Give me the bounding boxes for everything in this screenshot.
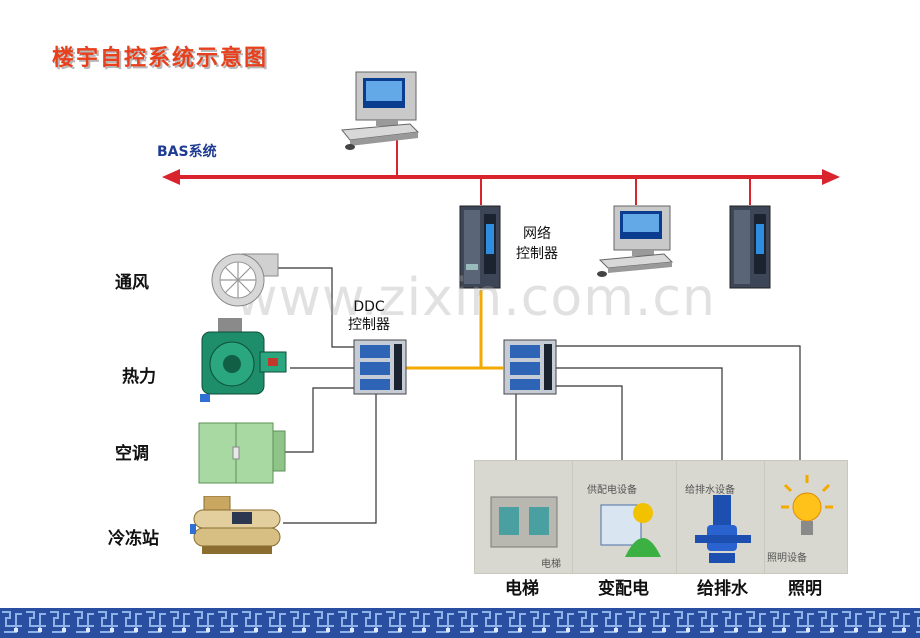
light-bulb-icon: [781, 475, 833, 535]
device-label-ventilation: 通风: [115, 273, 149, 293]
workstation-icon: [341, 71, 420, 150]
bus-right-arrow: [822, 169, 840, 185]
ac-link: [285, 387, 354, 453]
power-link: [556, 385, 623, 460]
ddc-label-line1: DDC: [353, 299, 385, 315]
server-icon: [729, 205, 771, 289]
bus-left-arrow: [162, 169, 180, 185]
heat-exchanger-icon: [200, 318, 287, 402]
chiller-link: [283, 394, 377, 524]
air-conditioner-icon: [198, 422, 286, 484]
power-panel-text: 供配电设备: [587, 485, 637, 496]
device-label-chiller: 冷冻站: [108, 529, 159, 549]
fan-icon: [211, 253, 279, 307]
water-link: [556, 367, 723, 460]
device-label-aircon: 空调: [115, 444, 149, 464]
water-panel-text: 给排水设备: [685, 485, 735, 496]
chiller-icon: [190, 496, 281, 554]
ddc-label-line2: 控制器: [348, 317, 390, 333]
watermark: www.zixin.com.cn: [235, 268, 716, 328]
lighting-panel-text: 照明设备: [767, 553, 807, 564]
device-label-lighting: 照明: [788, 579, 822, 599]
device-label-elevator: 电梯: [505, 579, 539, 599]
vent-link: [276, 267, 354, 348]
elevator-panel-text: 电梯: [541, 559, 561, 570]
water-panel: 给排水设备: [676, 460, 766, 574]
bas-system-label: BAS系统: [157, 144, 217, 160]
elevator-panel: 电梯: [474, 460, 574, 574]
footer-pattern: [0, 608, 920, 638]
device-label-heating: 热力: [122, 367, 156, 387]
network-controller-label: 网络 控制器: [516, 224, 558, 264]
network-controller-icon: [459, 205, 501, 289]
diagram-title: 楼宇自控系统示意图: [52, 45, 269, 71]
ddc-controller-left-icon: [353, 339, 407, 395]
lighting-panel: 照明设备: [764, 460, 848, 574]
network-controller-line1: 网络: [523, 226, 551, 242]
client-pc-icon: [597, 205, 674, 277]
pump-icon: [695, 495, 751, 563]
elevator-cabinet-icon: [490, 496, 558, 548]
ddc-controller-right-icon: [503, 339, 557, 395]
electrician-icon: [600, 503, 661, 557]
network-controller-line2: 控制器: [516, 246, 558, 262]
device-label-power: 变配电: [598, 579, 649, 599]
power-panel: 供配电设备: [572, 460, 678, 574]
light-link: [556, 345, 801, 460]
device-label-water: 给排水: [697, 579, 748, 599]
ddc-label: DDC 控制器: [348, 298, 390, 334]
